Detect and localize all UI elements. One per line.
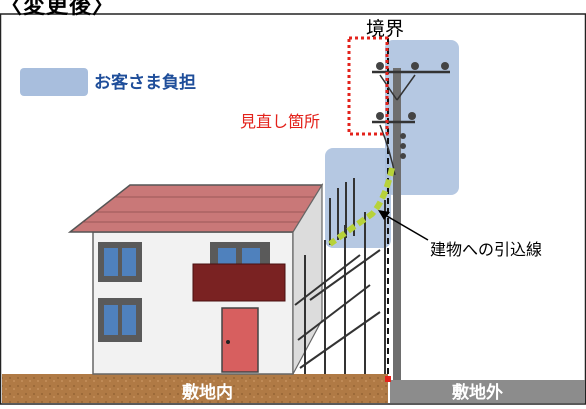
door (221, 307, 259, 373)
boundary-marker (385, 376, 391, 382)
door-knob (226, 340, 230, 344)
balcony (192, 263, 286, 302)
ground-inside-texture (2, 374, 388, 403)
service-line-arrow (379, 211, 429, 241)
review-marker (347, 36, 389, 136)
customer-area-service-line (325, 148, 391, 248)
legend-swatch (20, 68, 88, 96)
window-upper-left (98, 242, 142, 282)
legend-label: お客さま負担 (94, 73, 196, 93)
ground-inside-label: 敷地内 (182, 383, 233, 403)
window-lower-left (98, 298, 142, 342)
page-heading: 〈変更後〉 (0, 0, 116, 19)
service-line (328, 167, 395, 247)
review-label: 見直し箇所 (240, 112, 321, 131)
utility-pole (393, 68, 401, 380)
service-line-label: 建物への引込線 (430, 240, 543, 259)
service-line-arrowhead (378, 210, 390, 220)
trellis (294, 178, 386, 374)
insulators (376, 62, 449, 159)
ground-outside (390, 380, 585, 403)
boundary-label: 境界 (366, 18, 405, 40)
roof-stripes (82, 196, 318, 223)
ground-outside-label: 敷地外 (452, 383, 503, 403)
